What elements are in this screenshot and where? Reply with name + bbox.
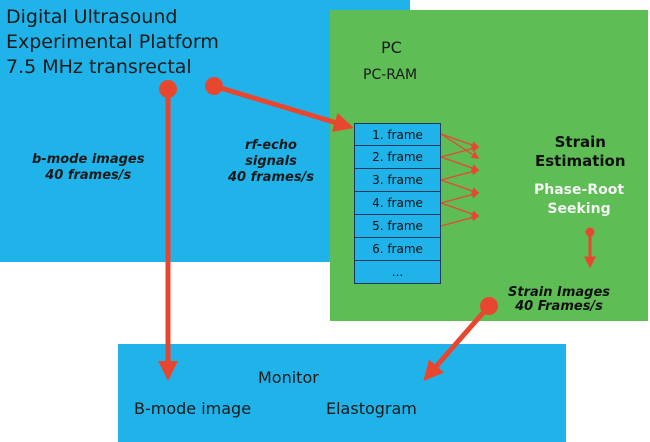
strain-images-line-1: Strain Images	[508, 285, 611, 300]
phase-root-line-2: Seeking	[547, 201, 611, 217]
phase-root-line-1: Phase-Root	[534, 182, 625, 198]
frame-cell-3: 3. frame	[354, 169, 441, 192]
frame-cell-6: 6. frame	[354, 238, 441, 261]
rf-arrow-line	[213, 83, 354, 132]
frame-arrow-1-straight	[440, 133, 480, 149]
elastogram-label: Elastogram	[326, 399, 417, 418]
frame-arrow-3-straight	[440, 179, 480, 195]
rf-annotation-line-2: signals	[245, 154, 297, 169]
strain-images-line-2: 40 Frames/s	[515, 299, 603, 314]
frame-cell-2: 2. frame	[354, 146, 441, 169]
rf-to-pc-arrow	[205, 77, 354, 132]
platform-title-line-1: Digital Ultrasound	[6, 6, 178, 28]
rf-annotation-line-1: rf-echo	[245, 138, 297, 153]
bmode-image-label: B-mode image	[134, 399, 252, 418]
pc-label: PC	[381, 38, 402, 57]
frame-arrow-2-cross	[440, 144, 480, 158]
frame-crossing-arrows	[440, 133, 480, 227]
frame-cell-4: 4. frame	[354, 192, 441, 215]
rf-annotation-line-3: 40 frames/s	[228, 170, 315, 185]
bmode-rate-annotation: b-mode images 40 frames/s	[32, 152, 144, 184]
frame-arrow-2-straight	[440, 156, 480, 172]
strain-estimation-line-1: Strain	[554, 133, 606, 151]
monitor-label: Monitor	[258, 368, 319, 387]
frame-arrow-4-cross	[440, 190, 480, 204]
phase-root-down-arrow	[584, 227, 596, 269]
strain-estimation-line-2: Estimation	[535, 152, 626, 170]
strain-images-annotation: Strain Images 40 Frames/s	[508, 286, 610, 314]
platform-title-line-2: Experimental Platform	[6, 31, 219, 53]
frame-arrow-5-cross	[440, 213, 480, 227]
platform-title-line-3: 7.5 MHz transrectal	[6, 56, 192, 78]
rf-signal-annotation: rf-echo signals 40 frames/s	[228, 138, 314, 186]
strain-estimation-label: Strain Estimation	[535, 133, 626, 171]
frame-cell-1: 1. frame	[354, 123, 441, 146]
monitor-box	[118, 344, 566, 442]
strain-arrow-line	[423, 304, 491, 382]
platform-title: Digital Ultrasound Experimental Platform…	[6, 5, 219, 80]
frame-cell-ellipsis: ...	[354, 261, 441, 284]
frame-arrow-3-cross	[440, 167, 480, 181]
bmode-annotation-line-2: 40 frames/s	[45, 168, 132, 183]
pc-ram-label: PC-RAM	[363, 67, 418, 83]
bmode-annotation-line-1: b-mode images	[32, 152, 145, 167]
frame-buffer-stack: 1. frame 2. frame 3. frame 4. frame 5. f…	[354, 123, 441, 284]
frame-arrow-1-cross	[440, 133, 480, 159]
frame-arrow-4-straight	[440, 202, 480, 218]
frame-cell-5: 5. frame	[354, 215, 441, 238]
phase-root-seeking-label: Phase-Root Seeking	[534, 181, 624, 219]
strain-to-monitor-arrow	[423, 297, 498, 382]
bmode-to-monitor-arrow	[158, 80, 178, 381]
